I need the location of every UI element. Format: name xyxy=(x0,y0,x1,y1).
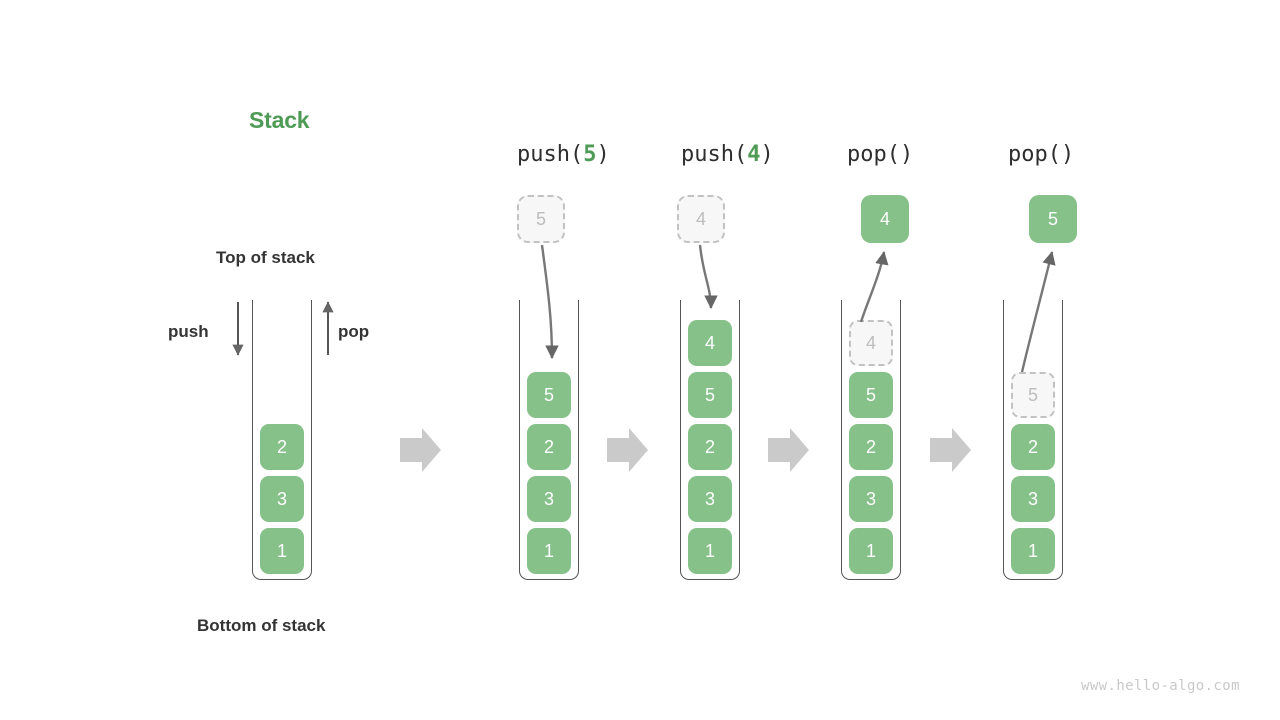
stack-container-push-5 xyxy=(519,300,579,580)
op-name: pop() xyxy=(847,142,914,167)
pop-label: pop xyxy=(338,322,370,341)
push-motion-arrow-icon xyxy=(698,244,718,309)
operation-header-push-4: push(4) xyxy=(681,142,774,167)
bottom-of-stack-label: Bottom of stack xyxy=(197,616,326,635)
stack-cell: 2 xyxy=(849,424,893,470)
stack-cell: 5 xyxy=(527,372,571,418)
stack-cell: 4 xyxy=(688,320,732,366)
stack-cell: 1 xyxy=(527,528,571,574)
transition-arrow-icon xyxy=(930,428,971,472)
stack-cell: 3 xyxy=(688,476,732,522)
watermark: www.hello-algo.com xyxy=(1081,678,1240,694)
popped-element: 5 xyxy=(1029,195,1077,243)
page-title: Stack xyxy=(249,107,310,133)
stack-cell: 3 xyxy=(849,476,893,522)
incoming-element: 4 xyxy=(677,195,725,243)
op-name: pop() xyxy=(1008,142,1075,167)
top-of-stack-label: Top of stack xyxy=(216,248,315,267)
stack-cell: 3 xyxy=(1011,476,1055,522)
transition-arrow-icon xyxy=(607,428,648,472)
op-arg: 5 xyxy=(583,142,597,167)
ghost-cell: 5 xyxy=(1011,372,1055,418)
op-arg: 4 xyxy=(747,142,761,167)
stack-container-pop-1 xyxy=(841,300,901,580)
stack-container-pop-2 xyxy=(1003,300,1063,580)
operation-header-push-5: push(5) xyxy=(517,142,610,167)
stack-cell: 5 xyxy=(688,372,732,418)
stack-cell: 2 xyxy=(527,424,571,470)
op-name: push( xyxy=(681,142,748,167)
push-label: push xyxy=(168,322,209,341)
operation-header-pop-2: pop() xyxy=(1008,142,1074,167)
stack-cell: 2 xyxy=(1011,424,1055,470)
popped-element: 4 xyxy=(861,195,909,243)
operation-header-pop-1: pop() xyxy=(847,142,913,167)
transition-arrow-icon xyxy=(768,428,809,472)
stack-cell: 3 xyxy=(527,476,571,522)
transition-arrow-icon xyxy=(400,428,441,472)
stack-container-push-4 xyxy=(680,300,740,580)
stack-cell: 2 xyxy=(260,424,304,470)
stack-cell: 1 xyxy=(260,528,304,574)
stack-cell: 2 xyxy=(688,424,732,470)
stack-container-initial xyxy=(252,300,312,580)
ghost-cell: 4 xyxy=(849,320,893,366)
op-close: ) xyxy=(760,142,774,167)
stack-cell: 3 xyxy=(260,476,304,522)
stack-cell: 5 xyxy=(849,372,893,418)
stack-cell: 1 xyxy=(688,528,732,574)
incoming-element: 5 xyxy=(517,195,565,243)
op-close: ) xyxy=(596,142,610,167)
stack-cell: 1 xyxy=(1011,528,1055,574)
op-name: push( xyxy=(517,142,584,167)
stack-cell: 1 xyxy=(849,528,893,574)
